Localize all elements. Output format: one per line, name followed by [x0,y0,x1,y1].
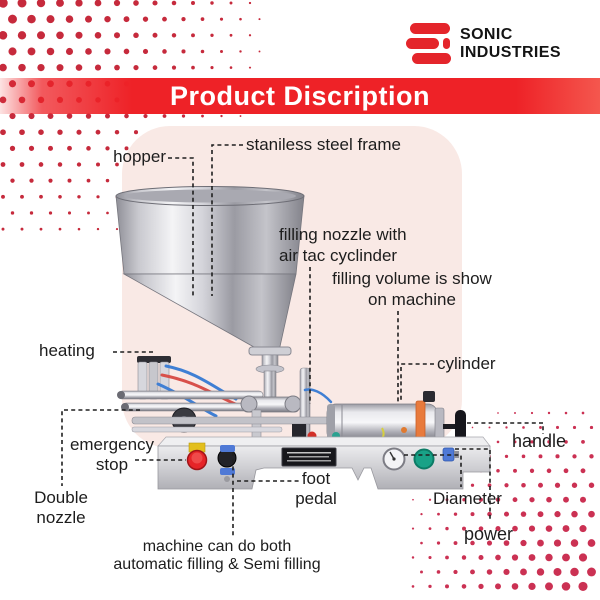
label-filling-nozzle: filling nozzle with air tac cyclinder [279,224,407,266]
label-handle: handle [512,431,566,451]
label-filling-volume: filling volume is show on machine [326,268,498,310]
label-filling-nozzle-line2: air tac cyclinder [279,246,398,265]
label-filling-modes-line2: automatic filling & Semi filling [113,556,321,573]
label-double-nozzle-line1: Double [34,488,88,507]
label-double-nozzle-line2: nozzle [36,508,86,527]
label-filling-nozzle-line1: filling nozzle with [279,225,407,244]
label-foot-pedal: foot pedal [288,469,344,509]
label-stainless-steel-frame: staniless steel frame [246,135,401,155]
label-handle-text: handle [512,431,567,451]
label-hopper: hopper [108,147,166,167]
label-heating: heating [39,341,95,361]
label-filling-volume-line2: on machine [368,290,456,309]
label-heating-text: heating [39,341,95,360]
callout-diameter [404,454,462,487]
cylinder-part [292,388,466,452]
callout-frame [211,144,243,296]
page-title: Product Discription [169,80,430,111]
label-diameter: Diameter [433,489,502,509]
brand-name-line1: SONIC [460,26,513,43]
label-filling-modes-line1: machine can do both [142,538,292,555]
title-banner: Product Discription [0,78,600,114]
brand-block: SONIC INDUSTRIES [405,21,561,67]
callout-handle [467,422,544,434]
label-filling-modes-caption: machine can do both automatic filling & … [92,538,342,574]
callout-cylinder [400,363,434,402]
callout-hopper [168,157,194,296]
brand-name-line2: INDUSTRIES [460,44,561,61]
label-foot-pedal-line2: pedal [295,489,337,508]
label-cylinder: cylinder [437,354,496,374]
label-emergency-stop-line2: stop [95,455,129,474]
label-double-nozzle: Double nozzle [28,488,94,528]
base-frame-part [157,436,491,490]
hopper-part [115,186,305,398]
brand-logo-icon [406,23,451,64]
label-filling-volume-line1: filling volume is show [332,269,492,288]
label-emergency-stop: emergency stop [66,435,158,475]
label-diameter-text: Diameter [433,489,502,508]
label-hopper-text: hopper [113,147,166,166]
label-cylinder-text: cylinder [437,354,496,373]
label-power-text: power [464,524,514,544]
label-foot-pedal-line1: foot [301,469,331,488]
brand-name: SONIC INDUSTRIES [460,26,561,62]
label-power: power [464,524,513,544]
label-emergency-stop-line1: emergency [69,435,155,454]
label-frame-text: staniless steel frame [246,135,401,154]
